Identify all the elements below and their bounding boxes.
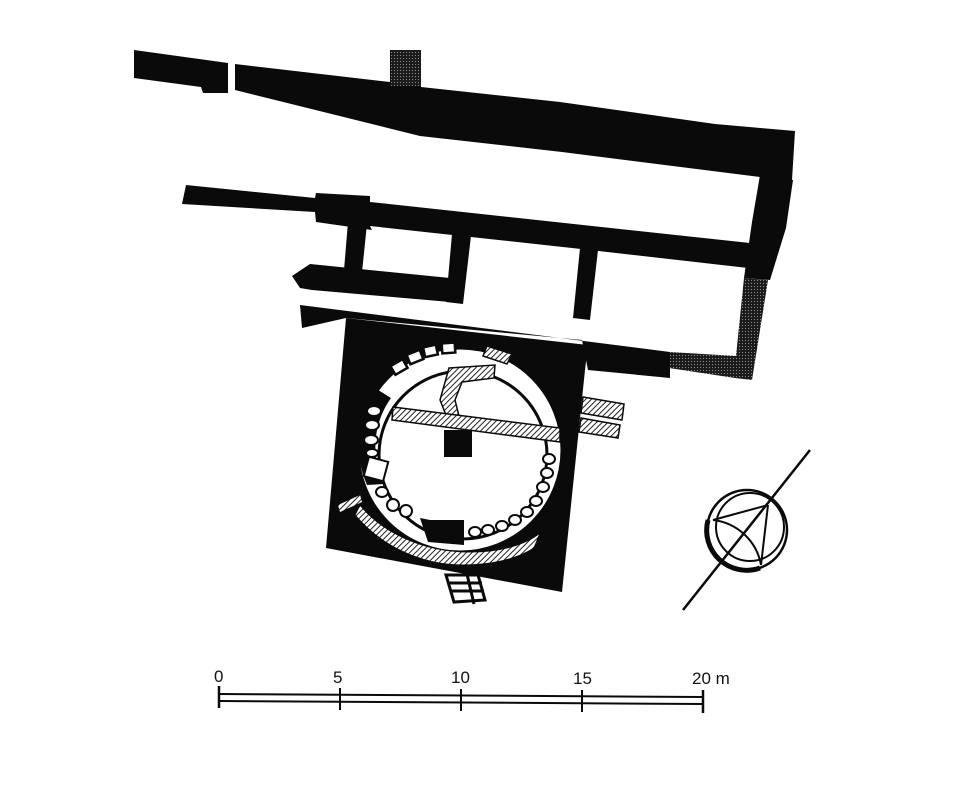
north-wall [134,50,795,180]
compass-chord-2 [760,504,769,566]
cross-wall-west [344,222,367,272]
east-wall-solid [744,175,793,280]
scale-label-15: 15 [573,669,592,688]
hatched-cross-bar [391,406,561,443]
north-wall-west-segment [134,50,228,93]
scale-label-10: 10 [451,668,470,687]
hatched-block-north [482,345,514,365]
compass-heavy-arc [704,519,761,573]
circular-chamber [338,341,564,605]
hatched-south-channel [354,504,542,566]
hatched-channel-east-1 [580,396,625,421]
niches-west [362,405,413,518]
hatched-southwest-spur [338,495,362,512]
enclosure-north-wall [300,305,670,378]
compass-arc [712,519,762,566]
middle-wall [182,185,750,268]
scale-label-0: 0 [214,667,223,686]
east-wall [669,175,793,380]
compass-needle [682,449,811,611]
scale-label-20m: 20 m [692,669,730,688]
niche-ring-gap-south [420,518,464,545]
north-arrow [682,449,811,611]
east-wall-stippled [669,278,768,380]
north-rim-blocks [388,341,457,377]
cross-wall-middle [446,234,471,304]
hatched-bent-wall [439,364,496,421]
room-south-wall [292,264,450,302]
scale-bar: 0 5 10 15 20 m [214,667,730,713]
middle-wall-complex [182,185,750,320]
compass-chord-1 [712,504,769,521]
stair-remnant [443,569,487,605]
hatched-channel-east-2 [578,417,621,439]
niches-east [468,453,556,538]
cross-wall-east [573,248,598,320]
scale-label-5: 5 [333,668,342,687]
compass-inner-circle [715,492,785,562]
north-wall-main-segment [235,50,795,180]
north-wall-stippled-buttress [391,50,421,86]
central-pier [444,430,472,457]
